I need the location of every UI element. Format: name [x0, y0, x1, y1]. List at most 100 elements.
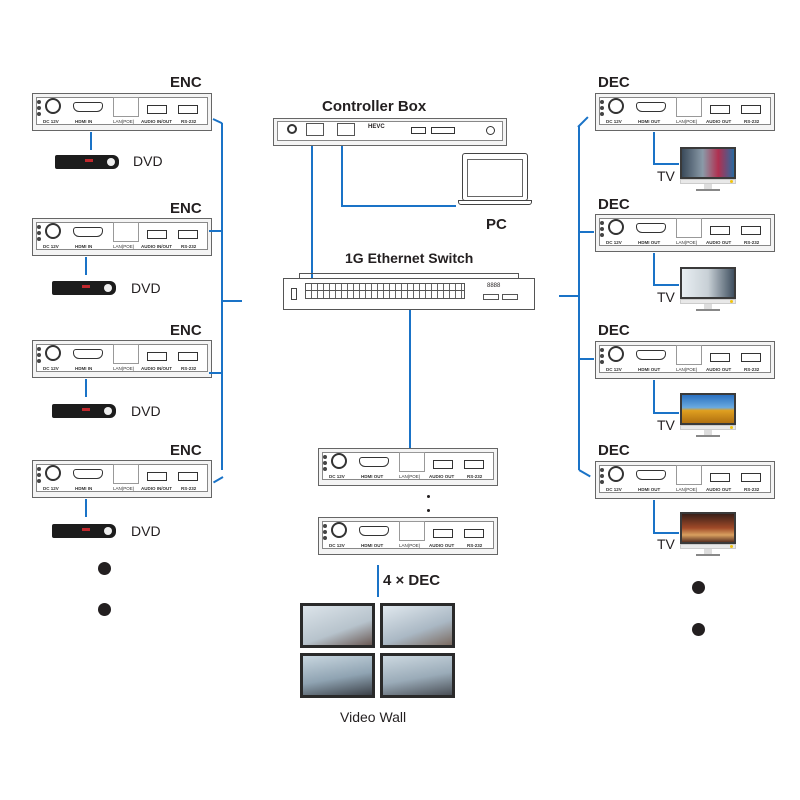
video-wall-label: Video Wall: [340, 709, 407, 725]
rj45-port-icon: [399, 521, 425, 541]
port-label: RS-232: [744, 119, 760, 124]
terminal-block-icon: [433, 529, 453, 538]
rj45-port-icon: [676, 97, 702, 117]
port-label: AUDIO OUT: [706, 367, 732, 372]
dec-heading: DEC: [598, 322, 630, 339]
port-label: LAN(POE): [113, 366, 135, 371]
port-label: HDMI OUT: [638, 367, 661, 372]
port-label: RS-232: [467, 474, 483, 479]
encoder-device[interactable]: DC 12V HDMI IN LAN(POE) AUDIO IN/OUT RS-…: [32, 218, 212, 256]
port-label: RS-232: [181, 486, 197, 491]
terminal-block-icon: [147, 352, 167, 361]
terminal-block-icon: [710, 353, 730, 362]
hdmi-port-icon: [636, 102, 666, 112]
hdmi-port-icon: [636, 350, 666, 360]
decoder-device[interactable]: DC 12V HDMI OUT LAN(POE) AUDIO OUT RS-23…: [595, 461, 775, 499]
port-label: LAN(POE): [676, 240, 698, 245]
dc-jack-icon: [608, 466, 624, 482]
dc-jack-icon: [486, 126, 495, 135]
rj45-port-icon: [113, 464, 139, 484]
hdmi-port-icon: [73, 349, 103, 359]
wall-decoder-device[interactable]: DC 12V HDMI OUT LAN(POE) AUDIO OUT RS-23…: [318, 517, 498, 555]
decoder-device[interactable]: DC 12V HDMI OUT LAN(POE) AUDIO OUT RS-23…: [595, 93, 775, 131]
port-label: HDMI OUT: [638, 487, 661, 492]
port-label: DC 12V: [329, 474, 345, 479]
port-label: LAN(POE): [113, 486, 135, 491]
tv-icon: [680, 393, 736, 439]
port-label: RS-232: [181, 366, 197, 371]
ethernet-switch-icon[interactable]: 8888: [283, 273, 535, 310]
led-icon: [37, 347, 41, 363]
encoder-device[interactable]: DC 12V HDMI IN LAN(POE) AUDIO IN/OUT RS-…: [32, 340, 212, 378]
dvd-player-icon: [52, 404, 116, 418]
dvd-player-icon: [55, 155, 119, 169]
terminal-block-icon: [741, 105, 761, 114]
port-label: RS-232: [744, 240, 760, 245]
rj45-port-icon: [306, 123, 324, 136]
port-label: HDMI IN: [75, 119, 93, 124]
port-label: HDMI OUT: [361, 474, 384, 479]
rj45-port-icon: [113, 222, 139, 242]
dc-jack-icon: [331, 522, 347, 538]
port-label: DC 12V: [329, 543, 345, 548]
decoder-device[interactable]: DC 12V HDMI OUT LAN(POE) AUDIO OUT RS-23…: [595, 214, 775, 252]
port-label: AUDIO OUT: [429, 474, 455, 479]
encoder-device[interactable]: DC 12V HDMI IN LAN(POE) AUDIO IN/OUT RS-…: [32, 93, 212, 131]
encoder-device[interactable]: DC 12V HDMI IN LAN(POE) AUDIO IN/OUT RS-…: [32, 460, 212, 498]
decoder-device[interactable]: DC 12V HDMI OUT LAN(POE) AUDIO OUT RS-23…: [595, 341, 775, 379]
port-label: DC 12V: [606, 367, 622, 372]
ellipsis-dot-icon: [427, 495, 430, 498]
rj45-port-icon: [113, 97, 139, 117]
port-label: AUDIO IN/OUT: [141, 366, 172, 371]
port-label: LAN(POE): [113, 244, 135, 249]
hdmi-port-icon: [359, 526, 389, 536]
dc-jack-icon: [45, 345, 61, 361]
pc-label: PC: [486, 216, 507, 233]
rj45-port-icon: [676, 345, 702, 365]
led-icon: [37, 100, 41, 116]
port-label: HDMI OUT: [638, 240, 661, 245]
port-label: AUDIO OUT: [429, 543, 455, 548]
dc-jack-icon: [608, 219, 624, 235]
dvd-label: DVD: [131, 523, 161, 539]
tv-label: TV: [657, 417, 675, 433]
enc-heading: ENC: [170, 322, 202, 339]
wall-decoder-label: 4 × DEC: [383, 572, 441, 589]
video-wall: [300, 603, 457, 701]
port-label: LAN(POE): [113, 119, 135, 124]
dvd-label: DVD: [131, 403, 161, 419]
port-label: RS-232: [744, 487, 760, 492]
ellipsis-dot-icon: [692, 623, 705, 636]
dec-heading: DEC: [598, 196, 630, 213]
hdmi-port-icon: [73, 227, 103, 237]
terminal-block-icon: [178, 105, 198, 114]
terminal-block-icon: [431, 127, 455, 134]
port-label: HDMI OUT: [361, 543, 384, 548]
port-label: DC 12V: [606, 119, 622, 124]
port-label: AUDIO IN/OUT: [141, 244, 172, 249]
port-label: AUDIO OUT: [706, 240, 732, 245]
dc-jack-icon: [45, 465, 61, 481]
terminal-block-icon: [741, 226, 761, 235]
dc-jack-icon: [608, 98, 624, 114]
dvd-player-icon: [52, 524, 116, 538]
port-label: LAN(POE): [676, 119, 698, 124]
port-label: LAN(POE): [676, 487, 698, 492]
controller-box-device[interactable]: HEVC: [273, 118, 507, 146]
port-label: RS-232: [744, 367, 760, 372]
laptop-icon[interactable]: [458, 153, 532, 205]
switch-title: 1G Ethernet Switch: [345, 250, 474, 266]
ellipsis-dot-icon: [427, 509, 430, 512]
tv-icon: [680, 147, 736, 193]
dec-heading: DEC: [598, 442, 630, 459]
hdmi-port-icon: [73, 102, 103, 112]
dc-jack-icon: [287, 124, 297, 134]
wall-decoder-device[interactable]: DC 12V HDMI OUT LAN(POE) AUDIO OUT RS-23…: [318, 448, 498, 486]
port-label: DC 12V: [43, 366, 59, 371]
port-label: AUDIO OUT: [706, 119, 732, 124]
led-icon: [37, 225, 41, 241]
enc-heading: ENC: [170, 74, 202, 91]
port-label: RS-232: [467, 543, 483, 548]
terminal-block-icon: [710, 226, 730, 235]
port-label: AUDIO IN/OUT: [141, 486, 172, 491]
